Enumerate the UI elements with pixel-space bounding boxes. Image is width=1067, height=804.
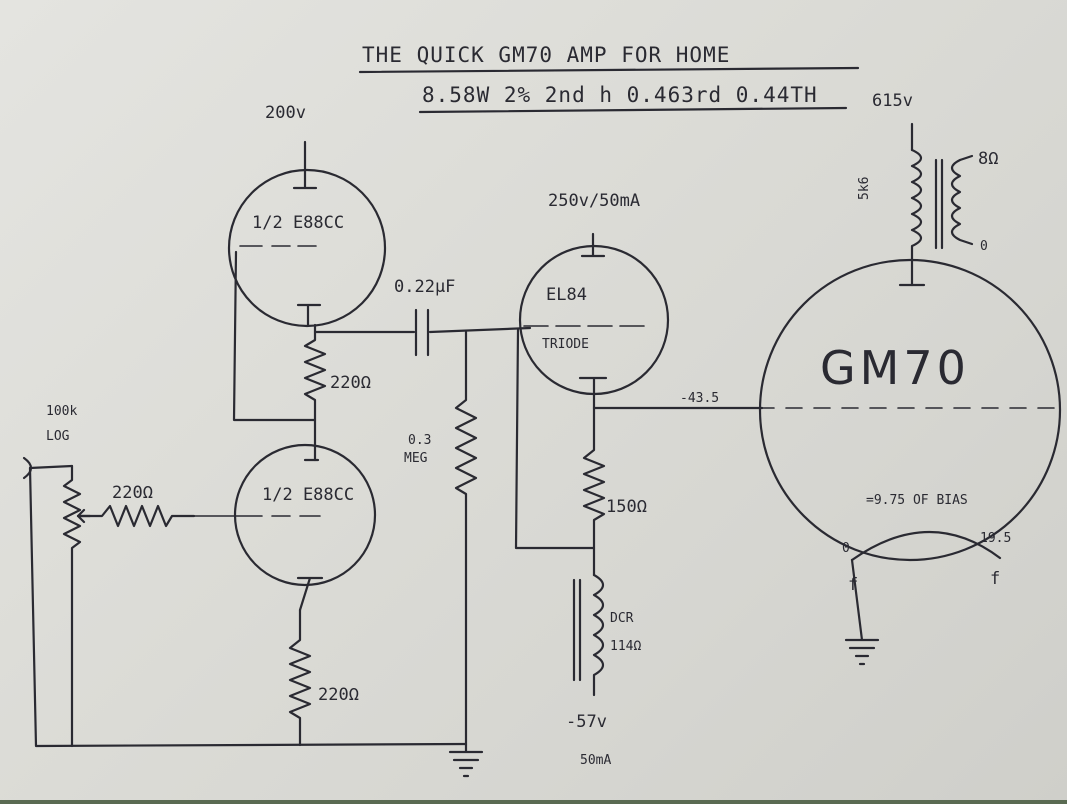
gm70-filament: [850, 530, 1002, 562]
otx-secondary-label: 8Ω: [978, 149, 998, 169]
grid-leak-label-2: MEG: [404, 451, 428, 466]
gm70-label: GM70: [820, 341, 970, 395]
grid-stopper-resistor: [76, 504, 196, 528]
otx-primary-coil: [910, 148, 923, 287]
supply-250v-label: 250v/50mA: [548, 191, 640, 211]
ground-symbol-right: [844, 558, 880, 666]
coupling-capacitor: [414, 308, 430, 357]
coupling-cap-label: 0.22µF: [394, 277, 455, 297]
cathode-resistor: [288, 608, 312, 747]
filament-zero-label: 0: [842, 541, 850, 556]
grid-leak-resistor: [454, 330, 478, 747]
supply-200v-label: 200v: [265, 103, 306, 123]
filament-f2-label: f: [990, 569, 1000, 589]
top-e88cc-label: 1/2 E88CC: [252, 213, 344, 233]
cathode-resistor-label: 220Ω: [318, 685, 359, 705]
otx-secondary-top: [958, 154, 974, 162]
neg57-label: -57v: [566, 712, 607, 732]
top-tube-grid-wire: [232, 250, 317, 422]
pot-label-2: LOG: [46, 429, 70, 444]
title-underline-2: [418, 106, 848, 114]
choke-label-2: 114Ω: [610, 639, 641, 654]
top-e88cc-envelope: [227, 168, 387, 328]
title-underline-1: [358, 66, 860, 74]
title-line-2: 8.58W 2% 2nd h 0.463rd 0.44TH: [422, 83, 818, 107]
grid-stopper-label: 220Ω: [112, 483, 153, 503]
bottom-e88cc-envelope: [233, 443, 377, 587]
choke-core: [572, 578, 582, 682]
bottom-tube-cathode: [296, 576, 324, 612]
filament-voltage-label: 19.5: [980, 531, 1011, 546]
volume-potentiometer: [62, 464, 82, 748]
supply-615v-label: 615v: [872, 91, 913, 111]
input-ground-wire: [28, 466, 468, 748]
title-line-1: THE QUICK GM70 AMP FOR HOME: [362, 43, 730, 67]
el84-grid-wire: [514, 328, 596, 550]
otx-primary-label: 5k6: [857, 177, 872, 200]
otx-zero-label: 0: [980, 239, 988, 254]
otx-core: [934, 158, 944, 250]
el84-cathode: [578, 376, 608, 410]
otx-secondary-coil: [950, 158, 974, 246]
top-tube-cathode: [296, 303, 322, 327]
cap-to-el84-wire: [428, 326, 532, 334]
top-tube-anode-lead: [292, 140, 318, 190]
choke-label-1: DCR: [610, 611, 634, 626]
grid-leak-label-1: 0.3: [408, 433, 431, 448]
el84-envelope: [518, 244, 670, 396]
el84-cathode-resistor: [582, 406, 606, 577]
filament-f1-label: f: [848, 575, 858, 595]
el84-mode-label: TRIODE: [542, 337, 589, 352]
gm70-grid-voltage: -43.5: [680, 391, 719, 406]
ground-symbol-left: [448, 743, 484, 778]
pot-label-1: 100k: [46, 404, 77, 419]
anode-resistor-label: 220Ω: [330, 373, 371, 393]
pot-wiper: [28, 464, 92, 524]
bottom-e88cc-label: 1/2 E88CC: [262, 485, 354, 505]
el84-cathode-res-label: 150Ω: [606, 497, 647, 517]
choke-coil: [592, 573, 605, 697]
gm70-envelope: [758, 258, 1062, 562]
anode-resistor: [303, 323, 327, 462]
gm70-bias-note: =9.75 OF BIAS: [866, 493, 968, 508]
el84-label: EL84: [546, 285, 587, 305]
neg57-current-label: 50mA: [580, 753, 611, 768]
